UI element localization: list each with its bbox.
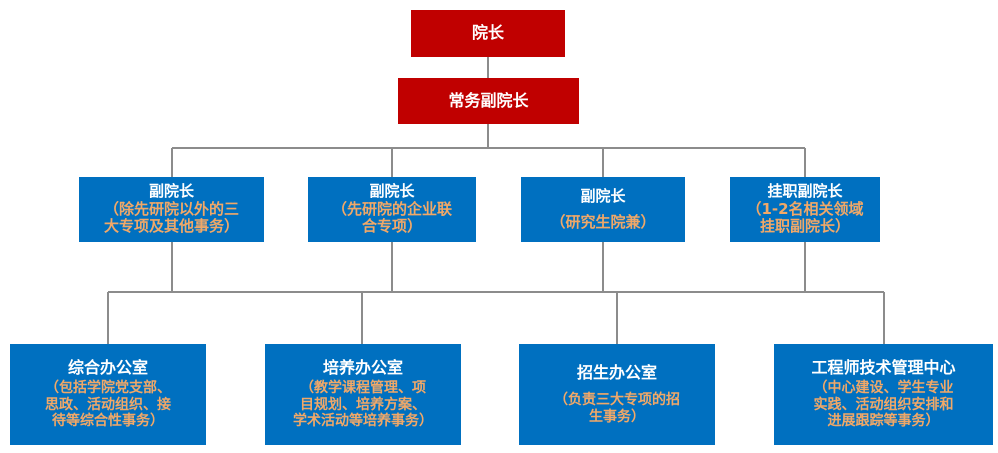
vice-dean-box-4: 挂职副院长 （1-2名相关领域 挂职副院长） xyxy=(730,177,880,242)
vice-dean-title: 副院长 xyxy=(369,181,415,200)
office-note: （负责三大专项的招 xyxy=(554,392,680,409)
office-note: （中心建设、学生专业 xyxy=(813,380,954,397)
dean-title: 院长 xyxy=(471,23,504,43)
office-title: 招生办公室 xyxy=(576,362,657,382)
office-note: 生事务） xyxy=(589,408,645,425)
office-note: 实践、活动组织安排和 xyxy=(813,396,954,413)
vice-dean-box-2: 副院长 （先研院的企业联 合专项） xyxy=(308,177,476,242)
vice-dean-note: 大专项及其他事务） xyxy=(103,217,239,236)
vice-dean-title: 挂职副院长 xyxy=(767,181,843,200)
office-note: 目规划、培养方案、 xyxy=(300,396,426,413)
office-note: 待等综合性事务） xyxy=(52,413,164,430)
vice-dean-note: （先研院的企业联 xyxy=(331,199,452,218)
office-box-training: 培养办公室 （教学课程管理、项 目规划、培养方案、 学术活动等培养事务） xyxy=(265,344,461,445)
office-box-general: 综合办公室 （包括学院党支部、 思政、活动组织、接 待等综合性事务） xyxy=(10,344,206,445)
office-note: 学术活动等培养事务） xyxy=(293,413,433,430)
office-title: 工程师技术管理中心 xyxy=(811,358,956,378)
vice-dean-title: 副院长 xyxy=(580,186,626,205)
vice-dean-box-1: 副院长 （除先研院以外的三 大专项及其他事务） xyxy=(79,177,264,242)
vice-dean-note: 合专项） xyxy=(361,217,422,236)
vice-dean-note: （1-2名相关领域 xyxy=(746,199,864,218)
executive-vice-dean-title: 常务副院长 xyxy=(448,90,529,110)
vice-dean-box-3: 副院长 （研究生院兼） xyxy=(521,177,685,242)
office-box-admissions: 招生办公室 （负责三大专项的招 生事务） xyxy=(519,344,715,445)
vice-dean-note: （除先研院以外的三 xyxy=(103,199,239,218)
vice-dean-title: 副院长 xyxy=(148,181,194,200)
dean-box: 院长 xyxy=(411,10,565,57)
vice-dean-note: 挂职副院长） xyxy=(759,217,850,236)
office-note: （包括学院党支部、 xyxy=(45,380,171,397)
office-note: （教学课程管理、项 xyxy=(300,380,426,397)
office-note: 思政、活动组织、接 xyxy=(45,396,171,413)
office-title: 培养办公室 xyxy=(322,358,403,378)
vice-dean-note: （研究生院兼） xyxy=(550,212,656,231)
executive-vice-dean-box: 常务副院长 xyxy=(398,78,579,124)
office-title: 综合办公室 xyxy=(67,358,148,378)
office-box-engineering-center: 工程师技术管理中心 （中心建设、学生专业 实践、活动组织安排和 进展跟踪等事务） xyxy=(774,344,993,445)
office-note: 进展跟踪等事务） xyxy=(827,413,940,430)
